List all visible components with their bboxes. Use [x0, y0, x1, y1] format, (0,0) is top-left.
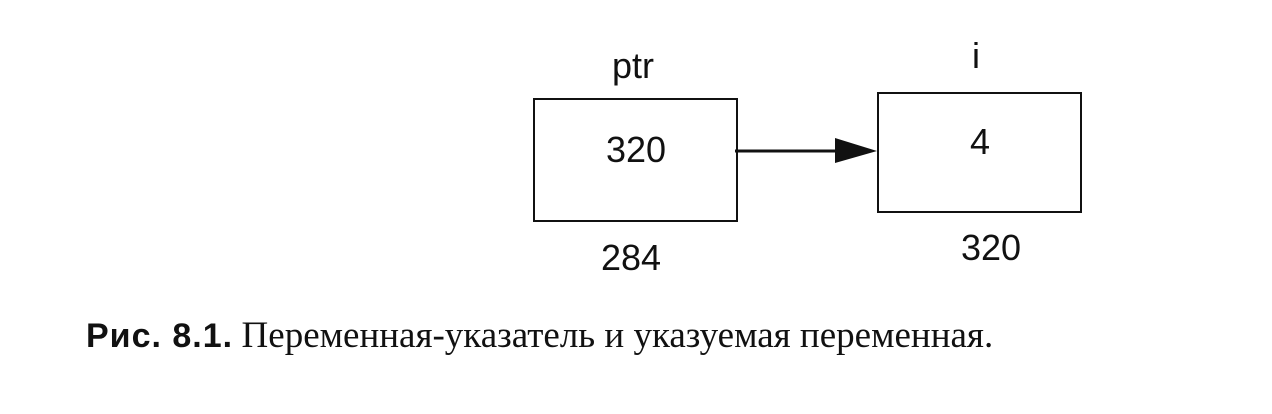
pointer-name-label: ptr: [612, 45, 655, 86]
target-variable-box: [877, 92, 1082, 213]
figure-caption-label: Рис. 8.1.: [86, 317, 234, 355]
target-address: 320: [961, 227, 1022, 268]
target-name-label: i: [972, 35, 980, 76]
arrowhead: [835, 138, 877, 163]
pointer-variable-box: [533, 98, 738, 222]
target-value: 4: [970, 121, 991, 162]
figure-caption: Рис. 8.1. Переменная-указатель и указуем…: [86, 314, 993, 357]
pointer-address: 284: [601, 237, 662, 278]
pointer-arrow: [735, 138, 877, 163]
pointer-value: 320: [606, 129, 667, 170]
figure-caption-text: Переменная-указатель и указуемая перемен…: [241, 315, 994, 356]
